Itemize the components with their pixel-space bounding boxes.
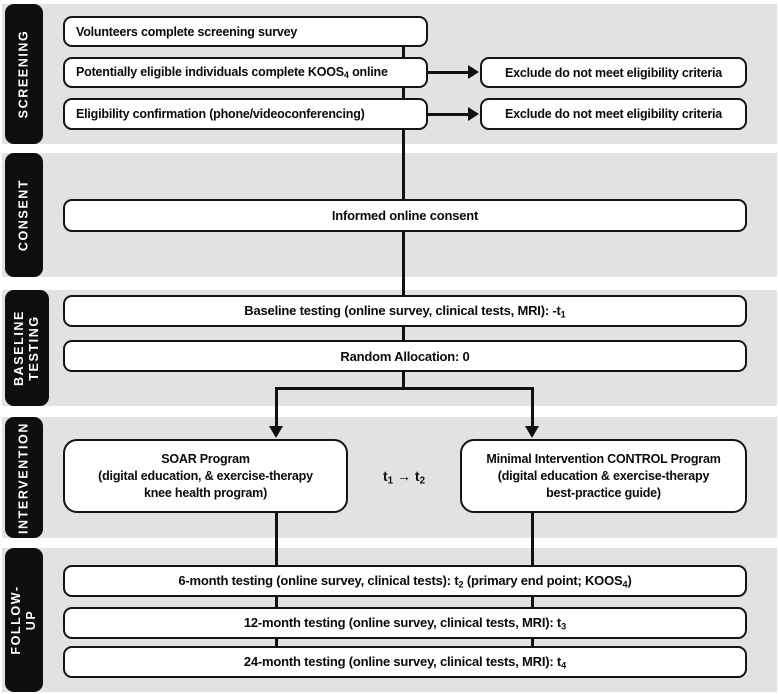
connector-exclude-arrow-2 bbox=[428, 112, 470, 116]
right-arrowhead-exclude-1-icon bbox=[468, 65, 479, 79]
phase-bar-baseline: BASELINE TESTING bbox=[5, 290, 49, 406]
phase-label-screening: SCREENING bbox=[16, 29, 31, 119]
box-exclude-1: Exclude do not meet eligibility criteria bbox=[480, 57, 747, 88]
connector-right-branch-drop bbox=[530, 386, 534, 428]
box-exclude-2: Exclude do not meet eligibility criteria bbox=[480, 98, 747, 130]
box-koos4-online: Potentially eligible individuals complet… bbox=[63, 57, 428, 88]
box-24-month-testing: 24-month testing (online survey, clinica… bbox=[63, 646, 747, 678]
box-soar-program: SOAR Program(digital education, & exerci… bbox=[63, 439, 348, 513]
connector-exclude-arrow-1 bbox=[428, 71, 470, 74]
down-arrowhead-left-icon bbox=[268, 426, 283, 438]
box-volunteers-screening-survey: Volunteers complete screening survey bbox=[63, 16, 428, 47]
right-arrowhead-exclude-2-icon bbox=[468, 106, 479, 121]
phase-label-intervention: INTERVENTION bbox=[16, 421, 31, 534]
box-baseline-testing: Baseline testing (online survey, clinica… bbox=[63, 295, 747, 327]
phase-label-followup: FOLLOW-UP bbox=[9, 585, 38, 655]
phase-bar-consent: CONSENT bbox=[5, 153, 43, 277]
box-eligibility-confirmation: Eligibility confirmation (phone/videocon… bbox=[63, 98, 428, 130]
box-control-program: Minimal Intervention CONTROL Program(dig… bbox=[460, 439, 747, 513]
phase-label-consent: CONSENT bbox=[16, 178, 31, 252]
box-12-month-testing: 12-month testing (online survey, clinica… bbox=[63, 607, 747, 639]
phase-bar-followup: FOLLOW-UP bbox=[5, 548, 43, 692]
box-6-month-testing: 6-month testing (online survey, clinical… bbox=[63, 565, 747, 597]
phase-bar-screening: SCREENING bbox=[5, 4, 43, 144]
phase-label-baseline: BASELINE TESTING bbox=[12, 309, 41, 387]
timepoint-interlude-label: t1 → t2 bbox=[382, 467, 426, 487]
box-random-allocation: Random Allocation: 0 bbox=[63, 340, 747, 372]
connector-split-horizontal-line bbox=[274, 386, 534, 390]
box-informed-online-consent: Informed online consent bbox=[63, 199, 747, 232]
phase-bar-intervention: INTERVENTION bbox=[5, 417, 43, 538]
connector-left-branch-drop bbox=[274, 386, 278, 428]
down-arrowhead-right-icon bbox=[524, 426, 539, 438]
